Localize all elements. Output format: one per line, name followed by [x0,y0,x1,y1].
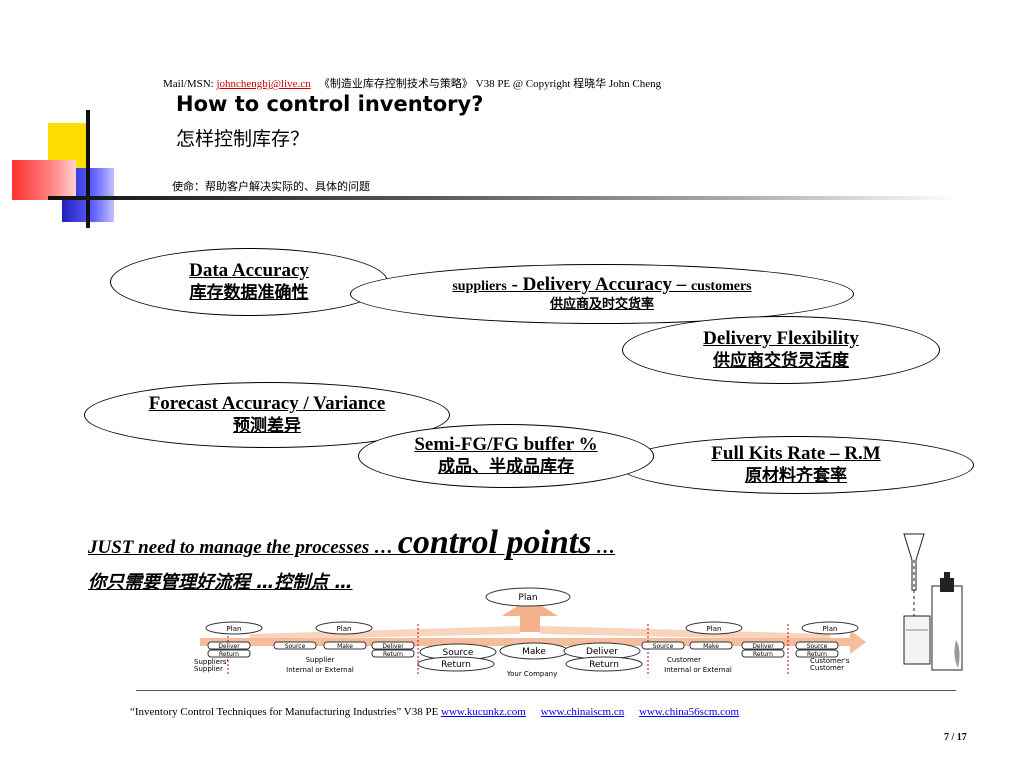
deliver-small-box [207,641,251,650]
footer-link-kucunkz[interactable]: www.kucunkz.com [441,706,526,718]
plan-right2-label: Plan [823,625,838,633]
plan-oval-top [485,587,571,607]
make-small-box [323,641,367,650]
return-right-label: Return [589,660,619,670]
ellipse-delivery-accuracy: suppliers - Delivery Accuracy – customer… [350,264,854,324]
plan-oval-right2 [801,621,859,635]
ellipse-semi-fg-buffer: Semi-FG/FG buffer % 成品、半成品库存 [358,424,654,488]
return-small-box [207,649,251,658]
full-kits-en: Full Kits Rate – R.M [711,443,881,464]
page-title-zh: 怎样控制库存？ [176,128,310,150]
make-small2-label: Make [703,643,719,650]
plan-oval-right [685,621,743,635]
return-small4-box [795,649,839,658]
return-small3-box [741,649,785,658]
suppliers-label: Suppliers' [194,658,228,666]
customer-label: Customer [667,656,701,664]
plan-oval-left [205,621,263,635]
return-left-label: Return [441,660,471,670]
source-small2-label: Source [653,643,674,650]
page-number: 7 / 17 [944,732,967,743]
statement-en-suffix: … [591,537,616,558]
source-small-label: Source [285,643,306,650]
source-small3-label: Source [807,643,828,650]
email-link[interactable]: johnchengbj@live.cn [216,78,311,90]
logo-vertical-bar [86,110,90,228]
statement-en: JUST need to manage the processes … cont… [88,524,615,562]
plan-oval-left2 [315,621,373,635]
data-accuracy-en: Data Accuracy [189,260,309,281]
data-accuracy-zh: 库存数据准确性 [189,283,309,303]
customers-word: customers [690,279,752,294]
source-small2-box [641,641,685,650]
return-small3-label: Return [753,651,773,658]
customers-label: Customer's [810,657,850,665]
plan-left2-label: Plan [337,625,352,633]
return-oval-right [565,656,643,672]
deliver-small-label: Deliver [218,643,240,650]
delivery-accuracy-row: suppliers - Delivery Accuracy – customer… [452,274,751,296]
semi-fg-zh: 成品、半成品库存 [438,457,574,477]
fan-arrow-right [540,626,830,640]
return-small2-label: Return [383,651,403,658]
mission-text: 使命：帮助客户解决实际的、具体的问题 [172,180,370,193]
your-company-label: Your Company [506,670,557,678]
page-title: How to control inventory? [176,92,484,116]
return-small2-box [371,649,415,658]
return-small-label: Return [219,651,239,658]
deliver-small2-box [371,641,415,650]
supplier-label2: Supplier [194,665,223,673]
footer-link-chinaiscm[interactable]: www.chinaiscm.cn [540,706,625,718]
fan-arrow-left [250,626,520,640]
book-title: 《制造业库存控制技术与策略》 V38 PE @ Copyright 程晓华 Jo… [318,78,662,90]
statement-en-prefix: JUST need to manage the processes … [88,537,398,558]
ellipse-delivery-flexibility: Delivery Flexibility 供应商交货灵活度 [622,316,940,384]
source-label: Source [443,648,474,658]
forecast-accuracy-zh: 预测差异 [233,416,301,436]
make-small2-box [689,641,733,650]
delivery-flexibility-zh: 供应商交货灵活度 [713,351,849,371]
make-label: Make [522,647,546,657]
return-small4-label: Return [807,651,827,658]
header-rule [48,196,960,200]
up-arrow [502,598,558,632]
customer-label2: Customer [810,664,844,672]
plan-left-label: Plan [227,625,242,633]
contact-label: Mail/MSN: [163,78,217,90]
supplier-label: Supplier [306,656,335,664]
footer-text: “Inventory Control Techniques for Manufa… [130,706,442,718]
source-small-box [273,641,317,650]
footer-line: “Inventory Control Techniques for Manufa… [130,706,739,718]
deliver-small3-box [741,641,785,650]
internal-external-right: Internal or External [664,666,732,674]
deliver-label: Deliver [586,647,618,657]
full-kits-zh: 原材料齐套率 [745,466,847,486]
deliver-small2-label: Deliver [382,643,404,650]
make-small-label: Make [337,643,353,650]
ellipse-full-kits-rate: Full Kits Rate – R.M 原材料齐套率 [618,436,974,494]
tank-illustration-icon [903,533,963,671]
semi-fg-en: Semi-FG/FG buffer % [414,434,598,455]
deliver-small3-label: Deliver [752,643,774,650]
footer-rule [136,690,956,691]
source-small3-box [795,641,839,650]
statement-zh: 你只需要管理好流程 …控制点 … [88,572,353,593]
delivery-accuracy-zh: 供应商及时交货率 [549,297,654,312]
scor-diagram: Plan Plan Plan Plan Plan Source Make Del… [194,587,866,678]
logo-red-square [12,160,76,200]
delivery-flexibility-en: Delivery Flexibility [703,328,859,349]
forecast-accuracy-en: Forecast Accuracy / Variance [148,393,386,414]
suppliers-word: suppliers [452,279,507,294]
return-oval-left [417,656,495,672]
statement-en-big: control points [397,524,592,561]
delivery-accuracy-en: - Delivery Accuracy – [506,274,691,295]
ellipse-data-accuracy: Data Accuracy 库存数据准确性 [110,248,388,316]
internal-external-left: Internal or External [286,666,354,674]
plan-top-label: Plan [518,593,537,603]
footer-link-china56scm[interactable]: www.china56scm.com [638,706,740,718]
base-arrow [200,630,866,654]
header-line: Mail/MSN: johnchengbj@live.cn 《制造业库存控制技术… [163,75,661,91]
plan-right-label: Plan [707,625,722,633]
